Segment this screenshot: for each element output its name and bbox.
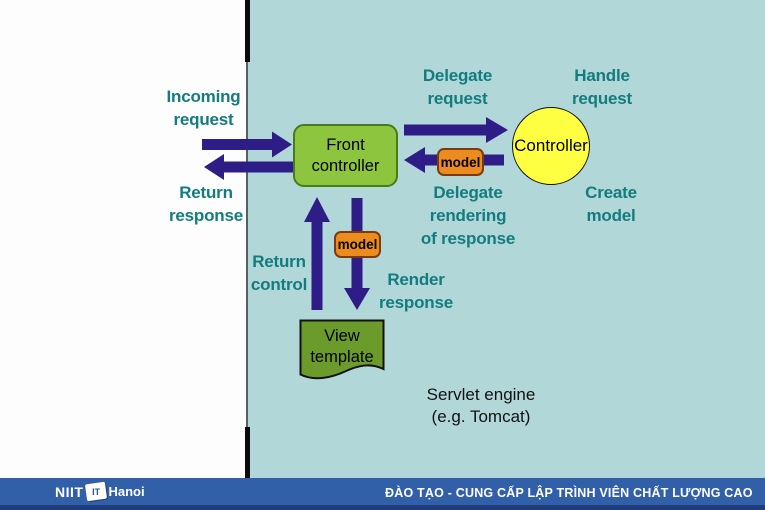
arrow-delegate-request — [404, 117, 508, 143]
panel-divider-bottom-segment — [245, 427, 250, 478]
arrow-incoming-request — [202, 131, 292, 158]
controller-label: Controller — [514, 136, 588, 155]
label-render-response: Render response — [379, 270, 453, 312]
panel-divider-top-segment — [245, 0, 250, 62]
label-delegate-request: Delegate request — [422, 66, 493, 108]
arrow-return-control — [304, 197, 330, 310]
front-controller-node: Front controller — [293, 124, 398, 187]
front-controller-label: Front controller — [311, 135, 380, 175]
view-template-node: View template — [299, 319, 385, 384]
logo-hanoi-text: Hanoi — [108, 484, 145, 499]
arrow-return-response — [204, 154, 293, 180]
servlet-engine-caption: Servlet engine (e.g. Tomcat) — [426, 385, 536, 426]
model-tag-upper: model — [437, 148, 484, 176]
label-handle-request: Handle request — [571, 66, 632, 108]
logo-niit-text: NIIT — [55, 483, 84, 500]
left-white-panel — [0, 0, 248, 478]
controller-node: Controller — [512, 107, 590, 185]
niit-hanoi-logo: NIIT IT Hanoi — [55, 481, 145, 502]
label-return-response: Return response — [169, 183, 243, 225]
label-return-control: Return control — [250, 252, 308, 294]
niit-tile-icon-text: IT — [92, 486, 101, 497]
panel-divider-line — [246, 0, 248, 478]
model-tag-lower-label: model — [337, 237, 378, 252]
model-tag-lower: model — [334, 231, 381, 258]
model-tag-upper-label: model — [440, 154, 481, 170]
view-template-label: View template — [310, 327, 374, 366]
footer-bar: NIIT IT Hanoi ĐÀO TẠO - CUNG CẤP LẬP TRÌ… — [0, 478, 765, 510]
label-create-model: Create model — [585, 183, 637, 225]
niit-tile-icon: IT — [85, 481, 108, 502]
footer-slogan: ĐÀO TẠO - CUNG CẤP LẬP TRÌNH VIÊN CHẤT L… — [385, 486, 753, 500]
label-incoming-request: Incoming request — [166, 87, 241, 129]
label-delegate-rendering: Delegate rendering of response — [420, 183, 516, 248]
footer-bottom-edge — [0, 505, 765, 510]
document-shape — [299, 319, 385, 380]
